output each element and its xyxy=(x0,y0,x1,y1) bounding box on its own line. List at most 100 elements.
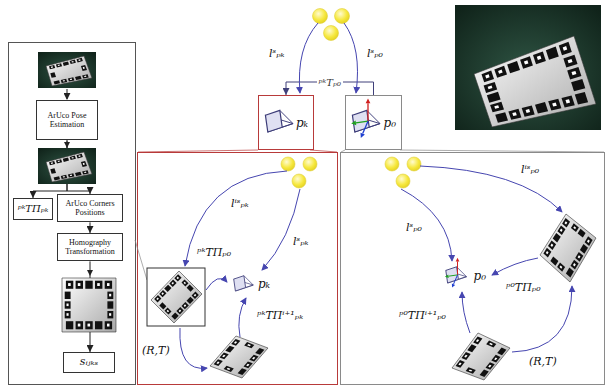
light-ray xyxy=(299,23,318,93)
marker-bit xyxy=(67,304,69,307)
marker-bit xyxy=(83,67,85,69)
board-sheet xyxy=(151,271,202,323)
axis-head xyxy=(366,98,371,103)
symbol-label: (R,T) xyxy=(528,356,558,368)
marker-bit xyxy=(88,324,91,327)
marker-bit xyxy=(179,310,182,313)
box-label: ArUco Corners Positions xyxy=(60,199,120,217)
marker-square xyxy=(578,229,586,238)
marker-bit xyxy=(476,339,479,342)
marker-bit xyxy=(109,294,111,297)
light-source xyxy=(303,157,317,171)
marker-bit xyxy=(63,176,65,177)
symbol-label: p₀ xyxy=(384,116,397,130)
marker-bit xyxy=(565,221,568,224)
marker-bit xyxy=(560,229,563,232)
motion-arrow xyxy=(180,328,207,368)
marker-bit xyxy=(524,60,529,64)
marker-square xyxy=(107,292,113,299)
symbol-label: lⁱˢₚₖ xyxy=(230,198,250,210)
marker-square xyxy=(563,55,577,68)
marker-bit xyxy=(252,357,255,359)
light-source xyxy=(292,174,306,188)
marker-square xyxy=(49,65,55,69)
camera-node: p₀ xyxy=(440,262,490,290)
marker-square xyxy=(456,360,465,368)
marker-square xyxy=(571,260,579,270)
symbol-label: sᵢⱼₖₛ xyxy=(80,356,98,369)
process-box: Homography Transformation xyxy=(57,233,123,261)
marker-square xyxy=(66,321,73,329)
marker-square xyxy=(462,352,471,360)
marker-square xyxy=(70,156,76,161)
symbol-label: (R,T) xyxy=(141,345,171,357)
pipeline-panel xyxy=(9,43,136,385)
marker-bit xyxy=(489,343,493,346)
marker-square xyxy=(566,268,574,278)
arrowhead xyxy=(64,142,70,148)
marker-square xyxy=(559,42,572,56)
marker-square xyxy=(54,80,60,84)
axis-head xyxy=(452,284,455,288)
marker-square xyxy=(484,82,498,93)
board-sheet xyxy=(210,336,268,378)
marker-square xyxy=(557,226,565,235)
flow-connector xyxy=(90,222,91,233)
transform-arrow xyxy=(239,298,246,337)
detail-panel xyxy=(138,153,338,385)
marker-bit xyxy=(227,368,231,370)
marker-square xyxy=(567,67,581,80)
marker-square xyxy=(535,102,548,114)
marker-square xyxy=(50,168,56,174)
photo-board xyxy=(474,36,596,127)
marker-square xyxy=(65,301,71,308)
board-sheet xyxy=(452,333,510,380)
marker-square xyxy=(169,279,176,287)
marker-square xyxy=(174,274,181,281)
marker-square xyxy=(553,233,561,242)
marker-square xyxy=(522,106,535,117)
board xyxy=(452,333,510,380)
image-plane xyxy=(234,275,246,290)
marker-square xyxy=(520,56,533,69)
marker-square xyxy=(482,71,495,83)
marker-bit xyxy=(568,59,573,63)
marker-bit xyxy=(51,162,53,164)
marker-bit xyxy=(63,80,65,81)
marker-bit xyxy=(485,74,489,78)
marker-square xyxy=(95,281,102,289)
camera-icon xyxy=(444,265,471,287)
light-source xyxy=(396,174,410,188)
image-plane xyxy=(446,267,459,283)
marker-square xyxy=(82,170,89,174)
marker-square xyxy=(244,342,254,348)
marker-square xyxy=(65,311,71,318)
marker-square xyxy=(548,99,561,111)
axis-line xyxy=(367,103,368,121)
process-box: ArUco Corners Positions xyxy=(57,194,123,222)
marker-bit xyxy=(587,240,590,243)
symbol-label: lˢₚ₀ xyxy=(366,48,384,60)
marker-bit xyxy=(51,66,53,68)
marker-bit xyxy=(572,71,577,75)
detail-panel xyxy=(341,153,605,385)
box-label: Homography Transformation xyxy=(60,238,120,256)
marker-square xyxy=(249,355,258,362)
marker-square xyxy=(82,74,89,78)
marker-square xyxy=(214,359,223,366)
marker-bit xyxy=(246,364,249,367)
marker-square xyxy=(165,308,172,315)
marker-bit xyxy=(97,283,100,286)
marker-bit xyxy=(488,85,493,89)
light-ray xyxy=(401,189,452,261)
symbol-label: lˢₚ₀ xyxy=(405,222,423,234)
marker-square xyxy=(63,157,69,162)
marker-square xyxy=(533,51,546,64)
marker-bit xyxy=(184,304,187,307)
camera-frame: pₖ xyxy=(258,95,314,150)
marker-bit xyxy=(58,65,60,67)
marker-square xyxy=(575,92,588,104)
axis-line xyxy=(363,121,368,133)
marker-square xyxy=(575,252,583,262)
marker-square xyxy=(70,60,76,65)
